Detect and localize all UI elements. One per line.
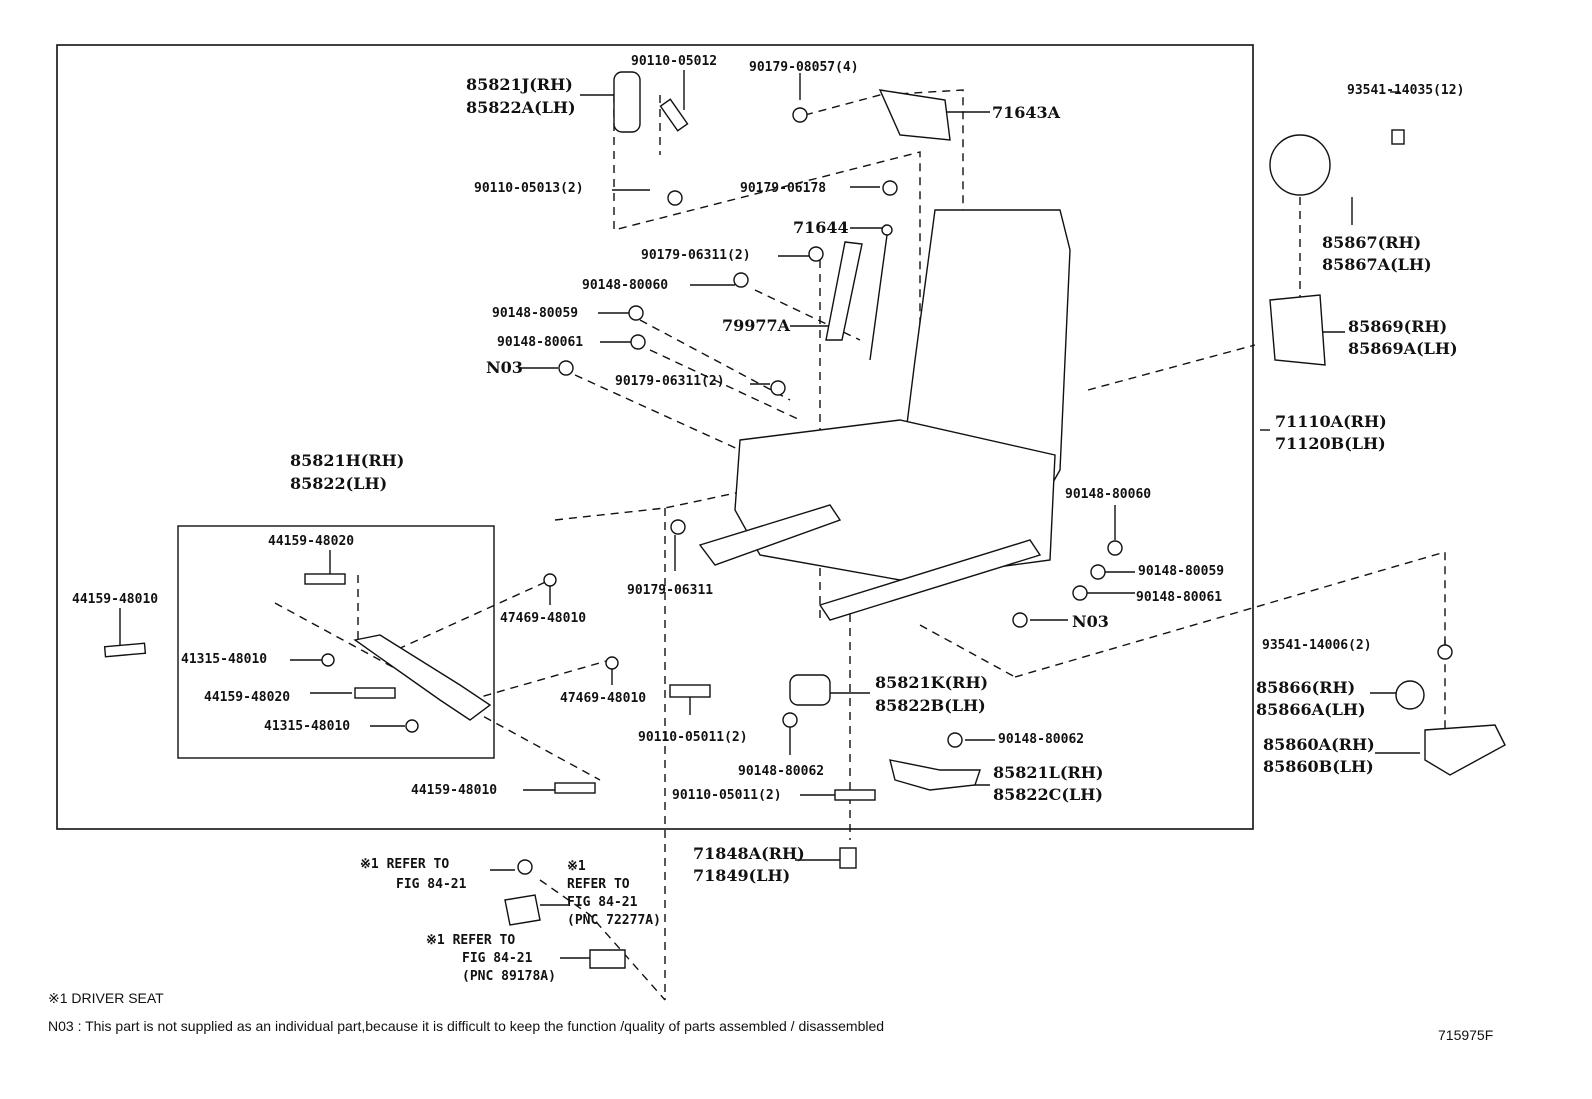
seat-rail-left	[698, 504, 842, 566]
module-85860	[1424, 724, 1506, 776]
parts	[103, 71, 1506, 969]
refer-line: FIG 84-21	[567, 895, 638, 910]
refer-note-2: ※1 REFER TO FIG 84-21 (PNC 72277A)	[567, 858, 661, 930]
seat-rail-right	[818, 539, 1042, 621]
footnote-n03: N03 : This part is not supplied as an in…	[48, 1018, 885, 1034]
label-part: 90148-80061	[1136, 590, 1223, 605]
bracket-71643A	[878, 89, 951, 141]
motor-85821L	[889, 759, 981, 791]
bolt-90110-05012	[659, 98, 689, 132]
label-85821J: 85821J(RH)	[466, 75, 573, 94]
label-part: 90148-80061	[497, 335, 584, 350]
label-part: 90148-80062	[738, 764, 825, 779]
label-part: 90148-80062	[998, 732, 1085, 747]
label-part: 93541-14006(2)	[1262, 638, 1372, 653]
sub-assembly-frame	[177, 525, 495, 759]
label-71120B: 71120B(LH)	[1275, 434, 1386, 453]
label-n03: N03	[486, 358, 523, 377]
label-85867A: 85867A(LH)	[1322, 255, 1432, 274]
label-part: 90110-05012	[631, 54, 718, 69]
refer-line: REFER TO	[452, 933, 516, 948]
refer-note-1: ※1 REFER TO FIG 84-21	[360, 855, 466, 895]
label-85822: 85822(LH)	[290, 474, 388, 493]
refer-line: FIG 84-21	[462, 951, 533, 966]
refer-mark: ※1	[567, 859, 586, 874]
label-85866A: 85866A(LH)	[1256, 700, 1366, 719]
refer-note-3: ※1 REFER TO FIG 84-21 (PNC 89178A)	[426, 932, 556, 986]
label-part: 90110-05011(2)	[672, 788, 782, 803]
label-85821H: 85821H(RH)	[290, 451, 405, 470]
label-part: 44159-48010	[72, 592, 159, 607]
label-part: 93541-14035(12)	[1347, 83, 1465, 98]
label-71848A: 71848A(RH)	[693, 844, 805, 863]
refer-mark: ※1	[426, 933, 445, 948]
motor-85821J	[613, 71, 641, 133]
label-85869A: 85869A(LH)	[1348, 339, 1458, 358]
dashed-guides	[274, 89, 1446, 1001]
label-part: 90179-06311(2)	[615, 374, 725, 389]
label-85867: 85867(RH)	[1322, 233, 1422, 252]
label-85860A: 85860A(RH)	[1263, 735, 1375, 754]
label-part: 44159-48010	[411, 783, 498, 798]
refer-line: (PNC 89178A)	[462, 969, 556, 984]
label-part: 44159-48020	[268, 534, 355, 549]
label-part: 90179-06178	[740, 181, 827, 196]
label-85821L: 85821L(RH)	[993, 763, 1104, 782]
label-71110A: 71110A(RH)	[1275, 412, 1387, 431]
label-n03: N03	[1072, 612, 1109, 631]
label-part: 41315-48010	[264, 719, 351, 734]
label-85869: 85869(RH)	[1348, 317, 1448, 336]
refer-line: FIG 84-21	[396, 877, 467, 892]
bracket-85869	[1269, 294, 1326, 366]
label-part: 90179-08057(4)	[749, 60, 859, 75]
refer-line: (PNC 72277A)	[567, 913, 661, 928]
label-part: 90110-05013(2)	[474, 181, 584, 196]
label-85822A: 85822A(LH)	[466, 98, 576, 117]
label-part: 90179-06311(2)	[641, 248, 751, 263]
label-85822B: 85822B(LH)	[875, 696, 986, 715]
label-part: 44159-48020	[204, 690, 291, 705]
label-part: 90110-05011(2)	[638, 730, 748, 745]
label-71643A: 71643A	[992, 103, 1061, 122]
main-frame	[56, 44, 1254, 830]
label-part: 47469-48010	[500, 611, 587, 626]
label-part: 90148-80060	[582, 278, 669, 293]
label-79977A: 79977A	[722, 316, 791, 335]
label-part: 47469-48010	[560, 691, 647, 706]
label-71849: 71849(LH)	[693, 866, 791, 885]
label-85866: 85866(RH)	[1256, 678, 1356, 697]
label-part: 41315-48010	[181, 652, 268, 667]
refer-line: REFER TO	[386, 857, 450, 872]
label-part: 90148-80059	[492, 306, 579, 321]
label-85822C: 85822C(LH)	[993, 785, 1103, 804]
cable-assembly	[353, 634, 492, 721]
label-part: 90148-80060	[1065, 487, 1152, 502]
label-71644: 71644	[793, 218, 849, 237]
label-85860B: 85860B(LH)	[1263, 757, 1374, 776]
figure-id: 715975F	[1438, 1027, 1494, 1043]
label-part: 90148-80059	[1138, 564, 1225, 579]
strip-79977A	[825, 241, 863, 341]
refer-line: REFER TO	[567, 877, 630, 892]
refer-mark: ※1	[360, 857, 379, 872]
label-part: 90179-06311	[627, 583, 714, 598]
label-85821K: 85821K(RH)	[875, 673, 989, 692]
footnote-driver-seat: ※1 DRIVER SEAT	[48, 990, 164, 1006]
motor-85821K	[789, 674, 831, 706]
